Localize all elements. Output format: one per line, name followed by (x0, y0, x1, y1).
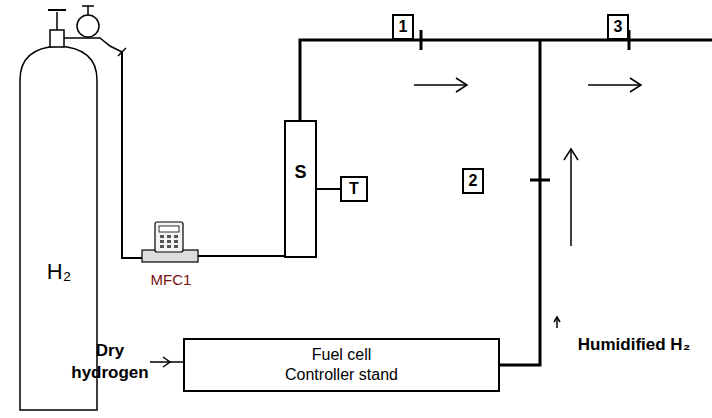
flow-label: Humidified H₂ (574, 334, 694, 356)
node-text: Fuel cell Controller stand (282, 345, 402, 385)
gas-label: H₂ (34, 258, 84, 287)
connector (317, 188, 340, 190)
callout-box: 2 (462, 168, 484, 194)
cylinder-valve (50, 30, 64, 47)
gas-line (300, 40, 712, 120)
callout-box: 1 (392, 14, 414, 40)
node-text: S (294, 162, 306, 183)
thermocouple-box: T (340, 176, 368, 202)
pressure-regulator (77, 15, 99, 37)
device-label: MFC1 (136, 270, 206, 290)
flow-label: Dry hydrogen (68, 340, 152, 384)
node-text: 3 (614, 18, 623, 36)
callout-box: 3 (607, 14, 629, 40)
saturator-box: S (284, 120, 317, 258)
mfc-display (155, 222, 183, 252)
controller-box: Fuel cell Controller stand (183, 338, 500, 392)
gas-line (500, 40, 540, 365)
gas-cylinder (20, 46, 97, 410)
node-text: T (349, 180, 359, 198)
node-text: 1 (399, 18, 408, 36)
gas-line (122, 52, 142, 258)
node-text: 2 (469, 172, 478, 190)
